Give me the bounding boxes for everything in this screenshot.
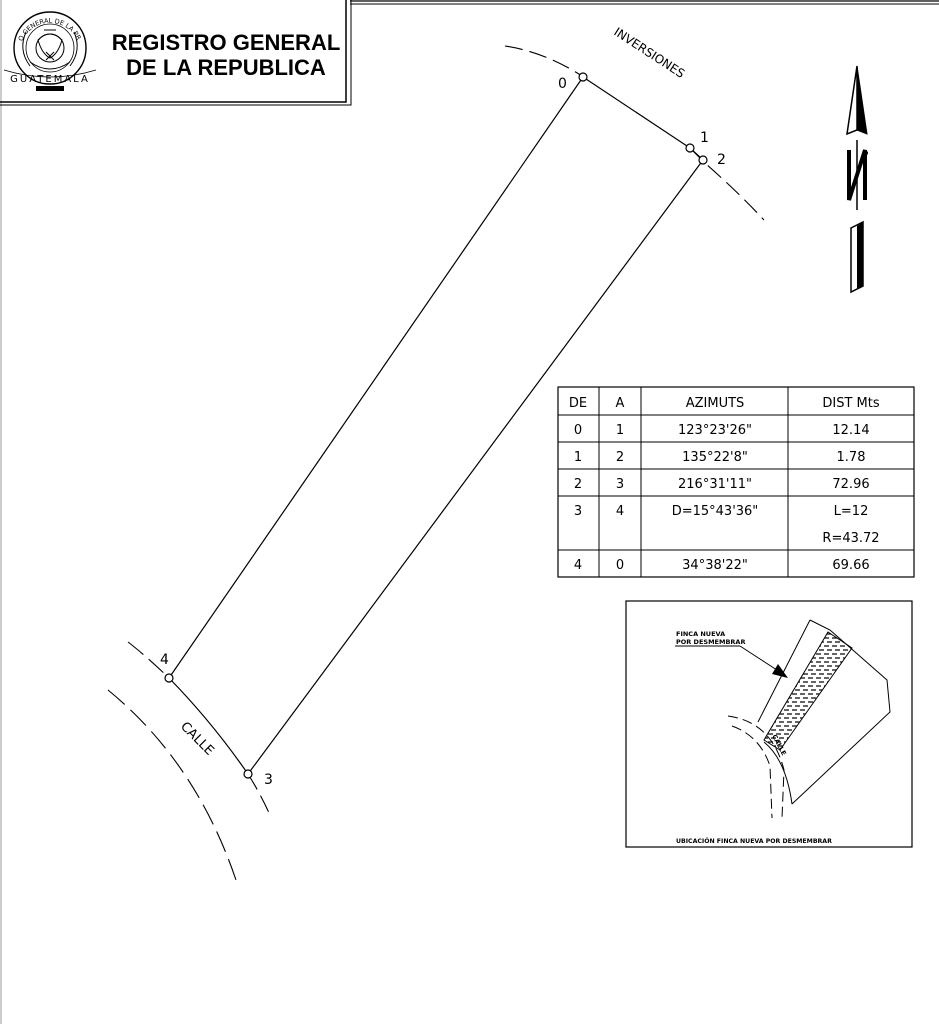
- street-name-inversiones: INVERSIONES: [611, 25, 687, 81]
- vertex-1: [685, 143, 695, 153]
- table-cell-de: 0: [574, 423, 582, 438]
- location-inset-map: FINCA NUEVA POR DESMEMBRAR CALLE UBICACI…: [625, 600, 913, 848]
- title-line-1: REGISTRO GENERAL: [112, 30, 341, 55]
- inset-label-line-1: FINCA NUEVA: [676, 630, 725, 638]
- table-cell-a: 4: [616, 504, 624, 519]
- table-cell-dist: 12.14: [832, 423, 869, 438]
- vertex-label-1: 1: [700, 130, 709, 146]
- table-cell-a: 1: [616, 423, 624, 438]
- vertex-4: [164, 673, 174, 683]
- table-cell-azimut: 135°22'8": [682, 450, 748, 465]
- table-cell-de: 2: [574, 477, 582, 492]
- vertex-label-3: 3: [264, 772, 273, 788]
- inset-label-line-2: POR DESMEMBRAR: [676, 638, 745, 646]
- table-cell-de: 1: [574, 450, 582, 465]
- seal-bottom-text: GUATEMALA: [10, 74, 90, 85]
- table-cell-a: 0: [616, 558, 624, 573]
- street-calle-edges: [107, 641, 271, 881]
- table-header-de: DE: [569, 396, 587, 411]
- table-cell-dist: L=12: [834, 504, 869, 519]
- table-cell-dist: 1.78: [837, 450, 866, 465]
- vertex-0: [578, 72, 588, 82]
- table-header-azimuts: AZIMUTS: [686, 396, 745, 411]
- table-cell-a: 2: [616, 450, 624, 465]
- vertex-label-2: 2: [717, 152, 726, 168]
- vertex-label-0: 0: [558, 76, 567, 92]
- table-cell-azimut: 34°38'22": [682, 558, 748, 573]
- vertex-2: [698, 155, 708, 165]
- inset-caption: UBICACIÓN FINCA NUEVA POR DESMEMBRAR: [676, 836, 832, 845]
- page-top-border: [350, 0, 939, 5]
- table-header-a: A: [616, 396, 625, 411]
- vertex-markers: 0 1 2 3 4: [160, 72, 726, 788]
- azimuth-table: DE A AZIMUTS DIST Mts 0 1 123°23'26" 12.…: [557, 386, 915, 578]
- table-cell-radius: R=43.72: [822, 531, 879, 546]
- table-cell-de: 4: [574, 558, 582, 573]
- table-cell-de: 3: [574, 504, 582, 519]
- guatemala-seal-icon: REGISTRO GENERAL DE LA PROPIEDAD GUATEMA…: [0, 0, 97, 91]
- north-arrow-icon: [846, 65, 868, 294]
- vertex-label-4: 4: [160, 652, 169, 668]
- table-cell-azimut: D=15°43'36": [672, 504, 759, 519]
- table-header-dist: DIST Mts: [822, 396, 879, 411]
- street-inversiones-edge: [504, 45, 765, 221]
- table-cell-azimut: 123°23'26": [678, 423, 752, 438]
- table-cell-a: 3: [616, 477, 624, 492]
- title-line-2: DE LA REPUBLICA: [126, 55, 326, 80]
- table-cell-dist: 69.66: [832, 558, 869, 573]
- header-box: REGISTRO GENERAL DE LA PROPIEDAD GUATEMA…: [0, 0, 352, 106]
- vertex-3: [243, 769, 253, 779]
- table-cell-dist: 72.96: [832, 477, 869, 492]
- table-cell-azimut: 216°31'11": [678, 477, 752, 492]
